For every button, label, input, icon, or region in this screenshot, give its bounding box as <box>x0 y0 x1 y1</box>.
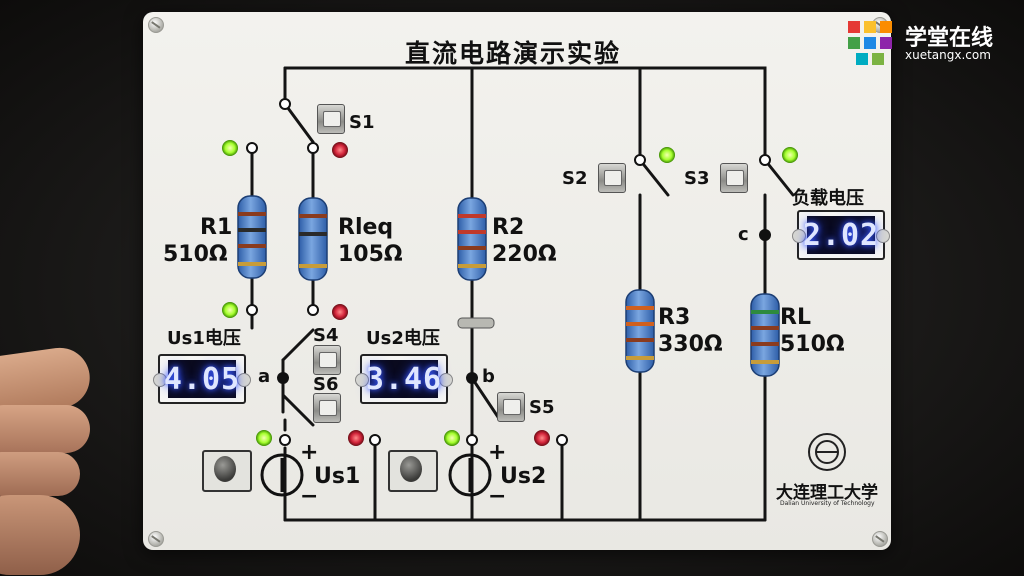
hand <box>0 452 80 496</box>
resistor-rl <box>750 293 780 377</box>
hand <box>0 495 80 575</box>
switch-s6[interactable] <box>313 393 341 423</box>
screw <box>148 17 164 33</box>
node-c-label: c <box>738 224 749 245</box>
r1-name: R1 <box>200 215 233 240</box>
dc-source-icon <box>260 453 492 497</box>
r3-name: R3 <box>658 305 691 330</box>
us1-reading: 4.05 <box>163 360 241 398</box>
r3-value: 330Ω <box>658 332 723 357</box>
switch-s2[interactable] <box>598 163 626 193</box>
resistor-rleq <box>298 197 328 281</box>
watermark-url: xuetangx.com <box>905 48 991 62</box>
us2-plus: + <box>488 440 507 465</box>
switch-s5[interactable] <box>497 392 525 422</box>
us1-voltage-label: Us1电压 <box>167 328 241 349</box>
us1-label: Us1 <box>314 464 361 489</box>
us1-minus: − <box>300 484 319 509</box>
node-b-label: b <box>482 366 495 387</box>
screw <box>872 531 888 547</box>
us2-label: Us2 <box>500 464 547 489</box>
xuetang-logo-icon <box>848 21 892 65</box>
rl-value: 510Ω <box>780 332 845 357</box>
node-a-label: a <box>258 366 271 387</box>
board-title: 直流电路演示实验 <box>405 39 622 68</box>
university-name: 大连理工大学 <box>776 483 878 503</box>
us2-reading: 3.46 <box>365 360 443 398</box>
hand <box>0 405 90 453</box>
s2-label: S2 <box>562 168 588 189</box>
us1-voltmeter: 4.05 <box>153 354 251 404</box>
s1-label: S1 <box>349 112 375 133</box>
rleq-value: 105Ω <box>338 242 403 267</box>
r2-value: 220Ω <box>492 242 557 267</box>
university-name-en: Dalian University of Technology <box>780 500 875 507</box>
us1-potentiometer-knob-icon[interactable] <box>202 450 252 492</box>
us2-potentiometer-knob-icon[interactable] <box>388 450 438 492</box>
switch-s4[interactable] <box>313 345 341 375</box>
rleq-name: Rleq <box>338 215 394 240</box>
university-seal-icon <box>808 433 846 471</box>
resistor-r2 <box>457 197 487 281</box>
load-voltmeter: 2.02 <box>792 210 890 260</box>
us2-voltmeter: 3.46 <box>355 354 453 404</box>
s4-label: S4 <box>313 325 339 346</box>
s6-label: S6 <box>313 374 339 395</box>
load-voltage-label: 负载电压 <box>792 188 864 209</box>
switch-s3[interactable] <box>720 163 748 193</box>
us1-plus: + <box>300 440 319 465</box>
r1-value: 510Ω <box>163 242 228 267</box>
led-green-icon <box>222 140 798 446</box>
load-reading: 2.02 <box>802 216 880 254</box>
rl-name: RL <box>780 305 811 330</box>
screw <box>148 531 164 547</box>
s3-label: S3 <box>684 168 710 189</box>
switch-s1[interactable] <box>317 104 345 134</box>
r2-name: R2 <box>492 215 525 240</box>
resistor-r3 <box>625 289 655 373</box>
led-red-icon <box>332 142 550 446</box>
us2-minus: − <box>488 484 507 509</box>
us2-voltage-label: Us2电压 <box>366 328 440 349</box>
s5-label: S5 <box>529 397 555 418</box>
watermark-name: 学堂在线 <box>905 26 994 51</box>
resistor-r1 <box>237 195 267 279</box>
